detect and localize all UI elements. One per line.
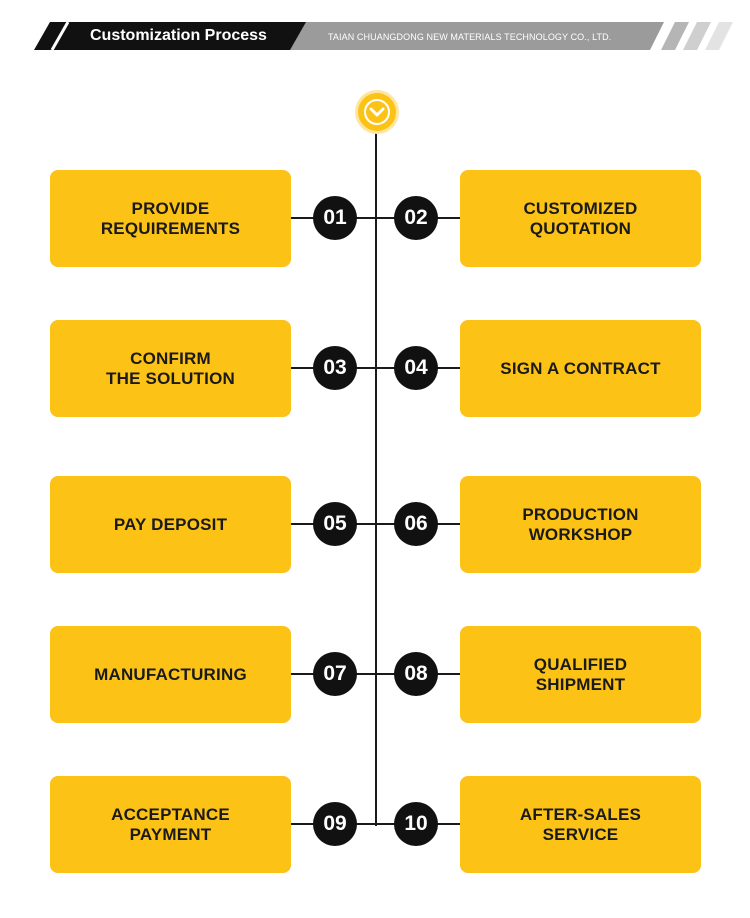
banner-grey-bar — [286, 22, 664, 50]
step-box-08: QUALIFIED SHIPMENT — [460, 626, 701, 723]
banner-shapes — [34, 21, 733, 51]
step-number-badge: 08 — [394, 652, 438, 696]
step-box-04: SIGN A CONTRACT — [460, 320, 701, 417]
timeline-spine — [375, 128, 377, 826]
step-label: SIGN A CONTRACT — [500, 358, 661, 378]
step-label: CONFIRM THE SOLUTION — [106, 348, 235, 388]
step-label: MANUFACTURING — [94, 664, 247, 684]
step-box-07: MANUFACTURING — [50, 626, 291, 723]
step-label: PRODUCTION WORKSHOP — [522, 504, 639, 544]
banner-stripe — [661, 22, 689, 50]
banner-notch-line — [50, 21, 70, 51]
step-box-10: AFTER-SALES SERVICE — [460, 776, 701, 873]
step-box-06: PRODUCTION WORKSHOP — [460, 476, 701, 573]
step-number-badge: 04 — [394, 346, 438, 390]
step-number-badge: 10 — [394, 802, 438, 846]
step-label: AFTER-SALES SERVICE — [519, 804, 642, 844]
company-name: TAIAN CHUANGDONG NEW MATERIALS TECHNOLOG… — [328, 32, 612, 42]
step-box-02: CUSTOMIZED QUOTATION — [460, 170, 701, 267]
step-number-badge: 02 — [394, 196, 438, 240]
step-label: CUSTOMIZED QUOTATION — [523, 198, 638, 238]
banner-stripe — [705, 22, 733, 50]
banner-black-bar — [34, 22, 306, 50]
timeline-start-node — [358, 93, 396, 131]
step-box-03: CONFIRM THE SOLUTION — [50, 320, 291, 417]
step-label: ACCEPTANCE PAYMENT — [111, 804, 230, 844]
header-banner: Customization Process TAIAN CHUANGDONG N… — [0, 0, 750, 70]
step-label: PROVIDE REQUIREMENTS — [100, 198, 241, 238]
step-box-01: PROVIDE REQUIREMENTS — [50, 170, 291, 267]
step-label: PAY DEPOSIT — [113, 514, 228, 534]
banner-stripe — [683, 22, 711, 50]
chevron-down-icon — [364, 99, 390, 125]
step-box-05: PAY DEPOSIT — [50, 476, 291, 573]
page-title: Customization Process — [90, 27, 267, 44]
step-box-09: ACCEPTANCE PAYMENT — [50, 776, 291, 873]
step-number-badge: 07 — [313, 652, 357, 696]
step-label: QUALIFIED SHIPMENT — [533, 654, 628, 694]
step-number-badge: 01 — [313, 196, 357, 240]
step-number-badge: 03 — [313, 346, 357, 390]
step-number-badge: 09 — [313, 802, 357, 846]
step-number-badge: 05 — [313, 502, 357, 546]
step-number-badge: 06 — [394, 502, 438, 546]
